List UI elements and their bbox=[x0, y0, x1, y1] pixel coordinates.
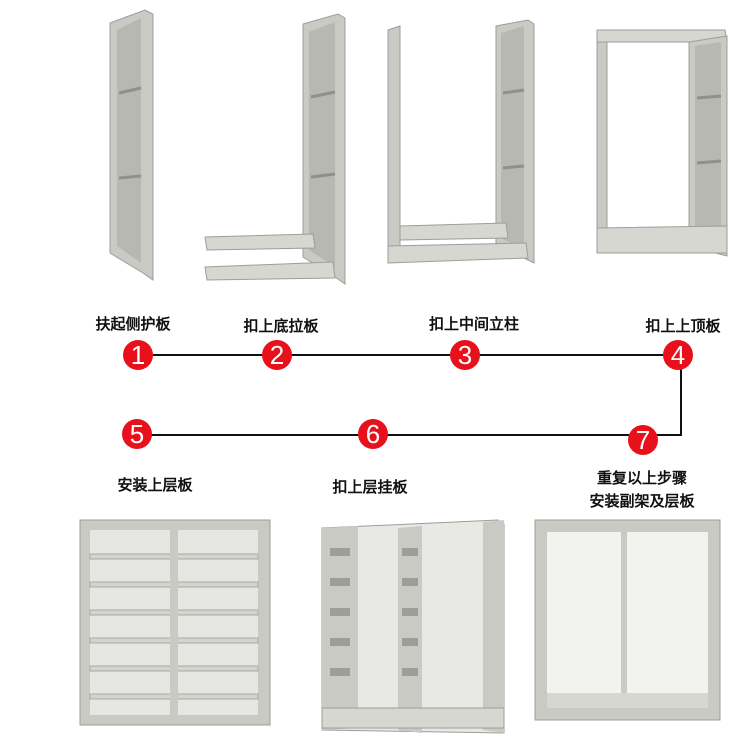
step7-sub-frame-image bbox=[534, 519, 721, 721]
connector-row2 bbox=[137, 434, 682, 436]
connector-row1 bbox=[138, 354, 678, 356]
step-4-marker: 4 bbox=[663, 340, 693, 370]
step5-shelves-image bbox=[79, 519, 271, 726]
step-4-label: 扣上上顶板 bbox=[645, 317, 721, 335]
step3-middle-column-image bbox=[387, 19, 535, 264]
step-5-label: 安装上层板 bbox=[117, 476, 193, 494]
step-1-label: 扶起侧护板 bbox=[95, 315, 171, 333]
step-7-label-line2: 安装副架及层板 bbox=[589, 492, 695, 510]
step1-side-panel-image bbox=[109, 9, 154, 281]
step-3-marker: 3 bbox=[450, 340, 480, 370]
step4-top-panel-image bbox=[596, 29, 728, 257]
connector-down bbox=[680, 355, 682, 435]
step-2-marker: 2 bbox=[262, 340, 292, 370]
step-6-label: 扣上层挂板 bbox=[332, 478, 408, 496]
step-7-label-line1: 重复以上步骤 bbox=[596, 469, 688, 487]
step-3-label: 扣上中间立柱 bbox=[428, 315, 520, 333]
step-6-marker: 6 bbox=[358, 419, 388, 449]
step2-bottom-brace-image bbox=[204, 13, 346, 285]
step-5-marker: 5 bbox=[122, 419, 152, 449]
step-1-marker: 1 bbox=[123, 340, 153, 370]
step6-hanging-panel-image bbox=[321, 519, 505, 734]
step-7-marker: 7 bbox=[628, 425, 658, 455]
step-2-label: 扣上底拉板 bbox=[243, 317, 319, 335]
